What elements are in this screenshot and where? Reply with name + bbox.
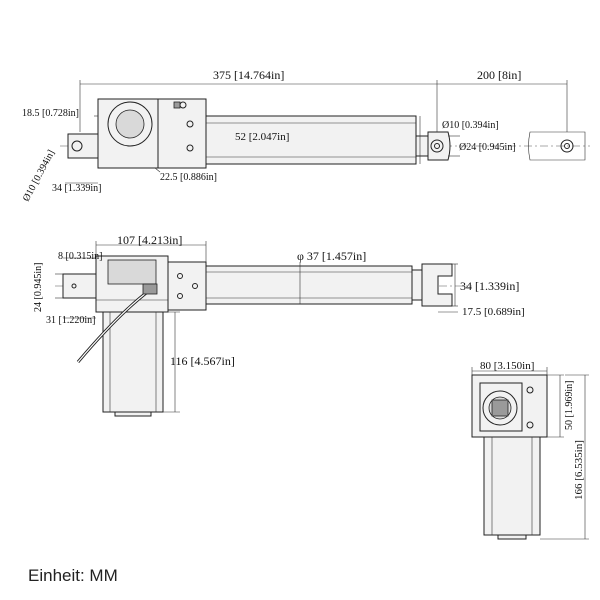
side-tube xyxy=(205,265,413,305)
dim-end-height: 34 [1.339in] xyxy=(460,279,519,293)
actuator-tube xyxy=(205,115,417,165)
side-motor xyxy=(102,311,164,413)
side-clevis xyxy=(62,273,97,299)
dim-total-height: 166 [6.535in] xyxy=(573,440,585,500)
dim-end-offset: 17.5 [0.689in] xyxy=(462,306,525,318)
dim-hole-right: Ø10 [0.394in] xyxy=(442,120,499,131)
rod-end-hole xyxy=(430,139,444,153)
dim-offset-left: 18.5 [0.728in] xyxy=(22,108,79,119)
dim-motor-len: 116 [4.567in] xyxy=(170,354,235,368)
dim-gear-offset: 22.5 [0.886in] xyxy=(160,172,217,183)
dim-clevis-len: 34 [1.339in] xyxy=(52,183,101,194)
unit-note: Einheit: MM xyxy=(28,566,118,585)
dim-end-width: 80 [3.150in] xyxy=(480,360,534,372)
dim-tube-height: 52 [2.047in] xyxy=(235,131,289,143)
dim-tube-diameter: φ 37 [1.457in] xyxy=(297,249,366,263)
end-view: 80 [3.150in] 50 [1.969in] 166 [6.535in] xyxy=(471,360,589,540)
left-clevis-hole xyxy=(71,140,83,152)
dim-gearbox-len: 107 [4.213in] xyxy=(117,233,182,247)
actuator-rod xyxy=(415,135,429,157)
dim-rod-diameter: Ø24 [0.945in] xyxy=(459,142,516,153)
dim-hole-left: Ø10 [0.394in] xyxy=(21,148,57,203)
extended-position xyxy=(528,131,586,161)
side-rod-end xyxy=(421,263,453,307)
dim-base-len: 31 [1.220in] xyxy=(46,315,95,326)
dim-box-height: 50 [1.969in] xyxy=(564,381,575,430)
dim-slot-width: 8 [0.315in] xyxy=(58,251,102,262)
dim-stroke: 200 [8in] xyxy=(477,68,521,82)
end-motor xyxy=(483,436,541,536)
side-view: 107 [4.213in] 8 [0.315in] φ 37 [1.457in]… xyxy=(33,233,525,417)
dim-clevis-h: 24 [0.945in] xyxy=(33,263,44,312)
dim-overall-length: 375 [14.764in] xyxy=(213,68,284,82)
top-view: 375 [14.764in] 200 [8in] 18.5 [0.728in] … xyxy=(21,68,590,203)
